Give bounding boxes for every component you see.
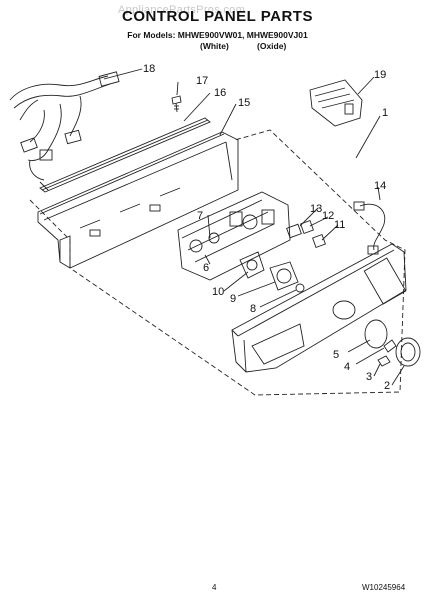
page-title: CONTROL PANEL PARTS [122, 8, 313, 25]
screw [171, 95, 182, 113]
callout-11: 11 [334, 219, 345, 231]
callout-1: 1 [382, 107, 388, 119]
variant-oxide-label: (Oxide) [257, 41, 287, 51]
watermark: AppliancePartsPros.com [118, 4, 246, 16]
control-board [309, 79, 363, 127]
callout-7: 7 [197, 210, 203, 222]
callout-4: 4 [344, 361, 350, 373]
user-interface-board [177, 191, 291, 281]
connector-cable [353, 201, 386, 255]
variant-white-label: (White) [200, 41, 229, 51]
document-number: W10245964 [362, 583, 406, 592]
callout-14: 14 [374, 180, 386, 192]
trim-strip [39, 117, 211, 193]
page-number: 4 [212, 583, 217, 592]
encoder [269, 261, 299, 291]
wiring-harness [9, 71, 120, 191]
callout-18: 18 [143, 63, 155, 75]
emblem [295, 283, 305, 293]
assembly-boundary [29, 129, 406, 396]
callout-5: 5 [333, 349, 339, 361]
callout-2: 2 [384, 380, 390, 392]
callout-19: 19 [374, 69, 386, 81]
clip-4 [383, 339, 397, 353]
knob [395, 337, 421, 367]
callout-9: 9 [230, 293, 236, 305]
callout-16: 16 [214, 87, 226, 99]
clip-3 [377, 355, 391, 367]
callout-12: 12 [322, 210, 334, 222]
encoder-bracket [239, 251, 265, 279]
button-13 [286, 223, 302, 239]
console-housing [37, 131, 239, 269]
button-12 [300, 220, 314, 234]
console-front-panel [231, 243, 407, 373]
callout-8: 8 [250, 303, 256, 315]
callout-15: 15 [238, 97, 250, 109]
bezel-ring [364, 319, 388, 349]
callout-3: 3 [366, 371, 372, 383]
callout-6: 6 [203, 262, 209, 274]
callout-10: 10 [212, 286, 224, 298]
callout-13: 13 [310, 203, 322, 215]
button-11 [312, 234, 326, 248]
models-line: For Models: MHWE900VW01, MHWE900VJ01 [127, 30, 308, 40]
callout-17: 17 [196, 75, 208, 87]
